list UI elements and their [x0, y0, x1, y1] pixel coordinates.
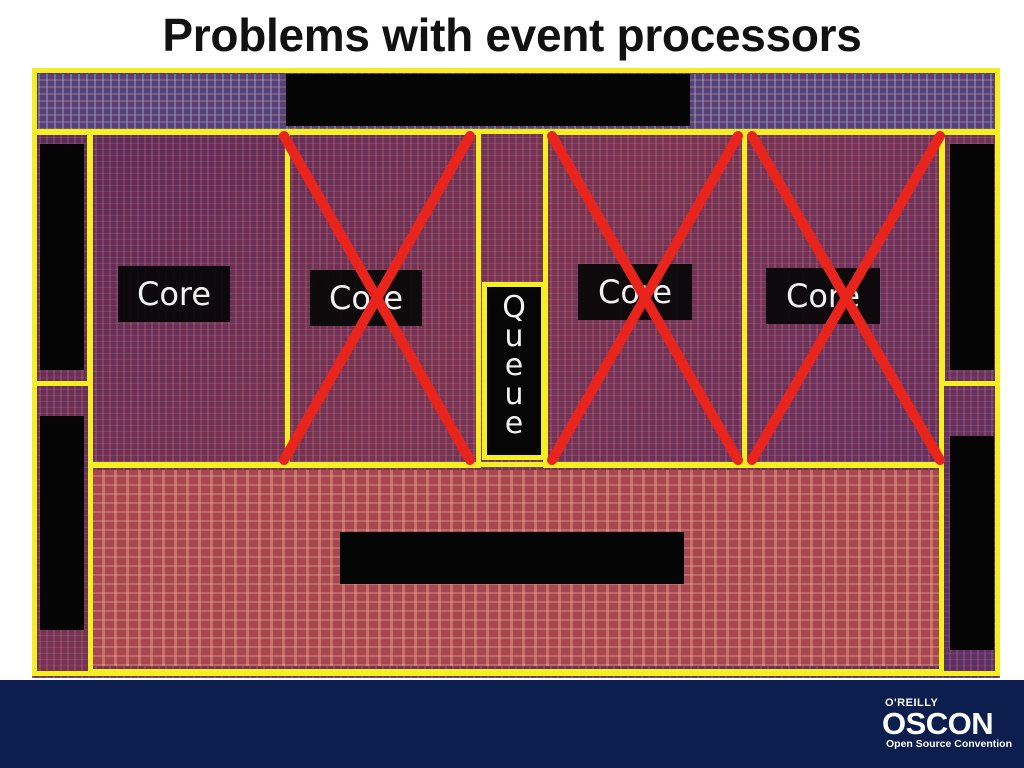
redaction-bar-middle	[340, 532, 684, 584]
queue-letter-2: u	[504, 319, 524, 354]
core-label-1: Core	[118, 266, 230, 322]
queue-letter-1: Q	[502, 290, 526, 325]
redaction-bar-top	[286, 74, 690, 126]
logo-brand: OSCON	[882, 706, 994, 741]
cross-core-3-b	[547, 131, 743, 465]
queue-letter-4: u	[504, 377, 524, 412]
logo-publisher: O'REILLY	[885, 697, 939, 709]
slide-title: Problems with event processors	[162, 9, 862, 61]
queue-box: Q u e u e	[482, 282, 546, 460]
redaction-side-left-lower	[40, 416, 84, 630]
redaction-side-right-upper	[950, 144, 994, 370]
redaction-side-right-lower	[950, 436, 994, 650]
cross-core-2-b	[279, 131, 475, 465]
frame-top-strip	[32, 68, 1000, 134]
logo-tagline: Open Source Convention	[886, 738, 1013, 750]
footer-bar	[0, 680, 1024, 768]
queue-letter-3: e	[504, 348, 524, 383]
frame-uncore	[88, 462, 944, 674]
queue-letter-5: e	[504, 406, 524, 441]
redaction-side-left-upper	[40, 144, 84, 370]
cross-core-4-b	[747, 131, 945, 465]
